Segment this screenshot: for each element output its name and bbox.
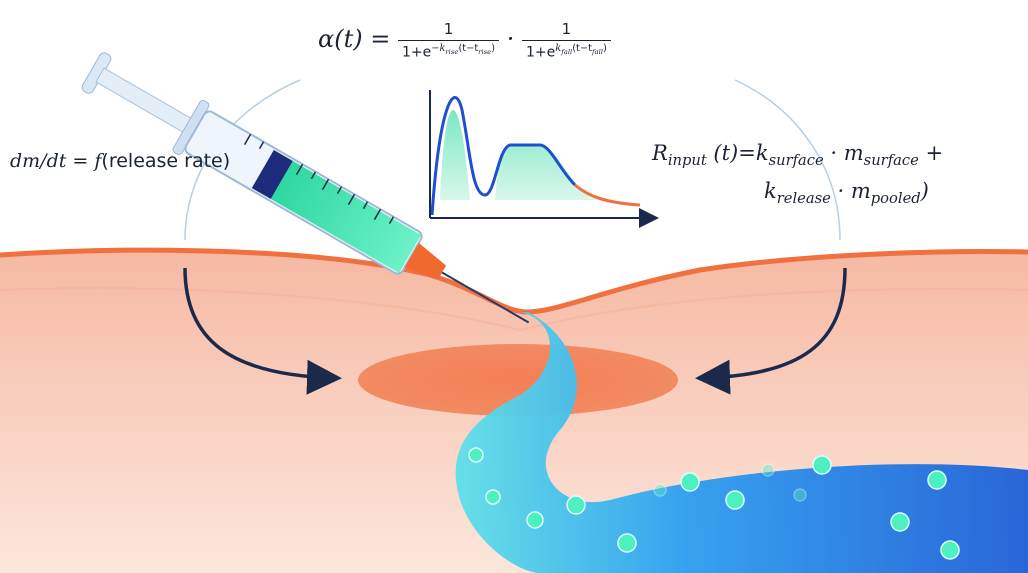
chart-curve-fall (574, 183, 641, 207)
drug-liquid (270, 160, 422, 274)
needle-hub (404, 242, 447, 280)
plunger-rod (95, 67, 200, 138)
fall-fraction: 1 1+ekfall(t−tfall) (521, 20, 611, 61)
alpha-curve-chart (429, 90, 659, 228)
alpha-equation: α(t) = 1 1+e−krise(t−trise) · 1 1+ekfall… (318, 20, 611, 61)
multiply-dot: · (506, 24, 515, 53)
plunger-stopper (251, 149, 293, 200)
skin-surface-line (0, 247, 1028, 315)
arrow-left (183, 267, 342, 395)
drug-particles (468, 447, 960, 560)
syringe (81, 52, 530, 324)
needle (441, 271, 530, 324)
release-rate-equation: dm/dt = f(release rate) (10, 150, 231, 172)
rise-fraction: 1 1+e−krise(t−trise) (397, 20, 500, 61)
r-input-equation: Rinput (t)=ksurface · msurface + kreleas… (652, 141, 944, 208)
arrow-right (695, 267, 847, 395)
alpha-lhs: α(t) = (318, 24, 391, 53)
blood-vessel (455, 312, 1028, 573)
chart-curve-rise (430, 96, 577, 216)
drug-depot (358, 344, 678, 416)
